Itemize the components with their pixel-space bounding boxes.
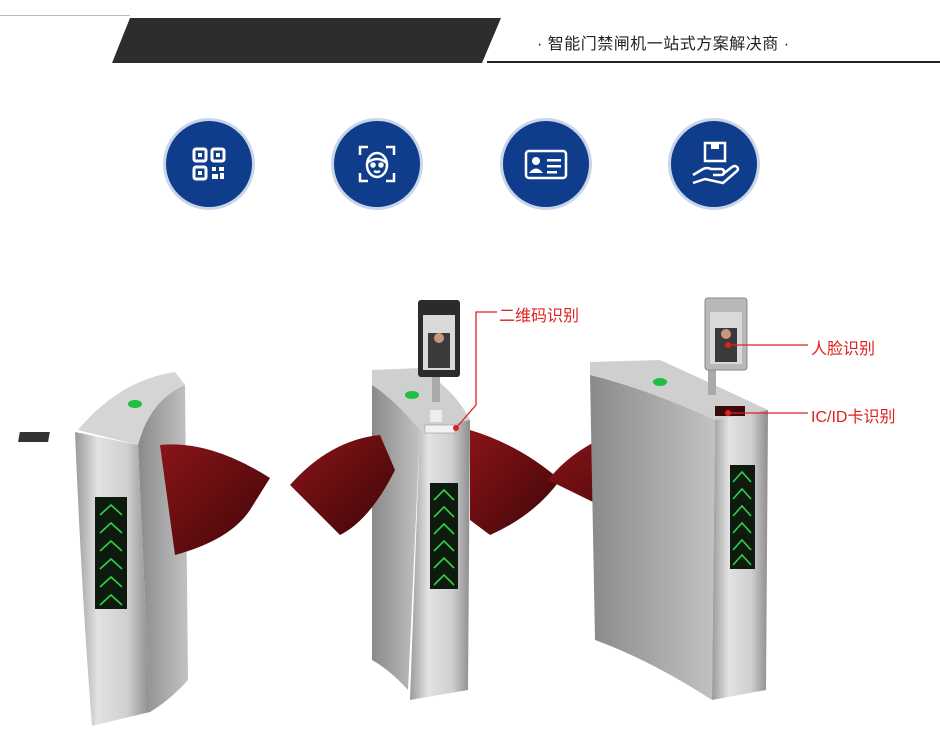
arrow-light-panel	[730, 465, 755, 569]
hand-box-icon	[668, 118, 760, 210]
header-dark-slab	[112, 18, 501, 63]
arrow-light-panel	[95, 497, 127, 609]
turnstile-right	[590, 297, 768, 700]
callout-points	[453, 342, 731, 431]
callout-face-label: 人脸识别	[811, 341, 876, 358]
callout-qr-label: 二维码识别	[499, 308, 580, 325]
header-banner: · 智能门禁闸机一站式方案解决商 ·	[0, 0, 940, 70]
flap-left	[160, 444, 270, 555]
callout-card-label: IC/ID卡识别	[811, 409, 896, 426]
arrow-light-panel	[430, 483, 458, 589]
turnstile-scene	[18, 297, 808, 726]
header-divider-left	[0, 15, 130, 16]
header-slogan: · 智能门禁闸机一站式方案解决商 ·	[537, 36, 790, 53]
id-card-icon	[500, 118, 592, 210]
flap-middle-left	[290, 435, 395, 535]
callout-lines	[455, 311, 808, 429]
flap-middle-right	[470, 430, 560, 535]
face-scan-icon	[331, 118, 423, 210]
header-underline	[487, 61, 940, 63]
feature-icon-row	[0, 118, 940, 218]
qr-code-icon	[163, 118, 255, 210]
turnstile-left	[18, 372, 188, 726]
turnstile-middle	[372, 300, 470, 700]
